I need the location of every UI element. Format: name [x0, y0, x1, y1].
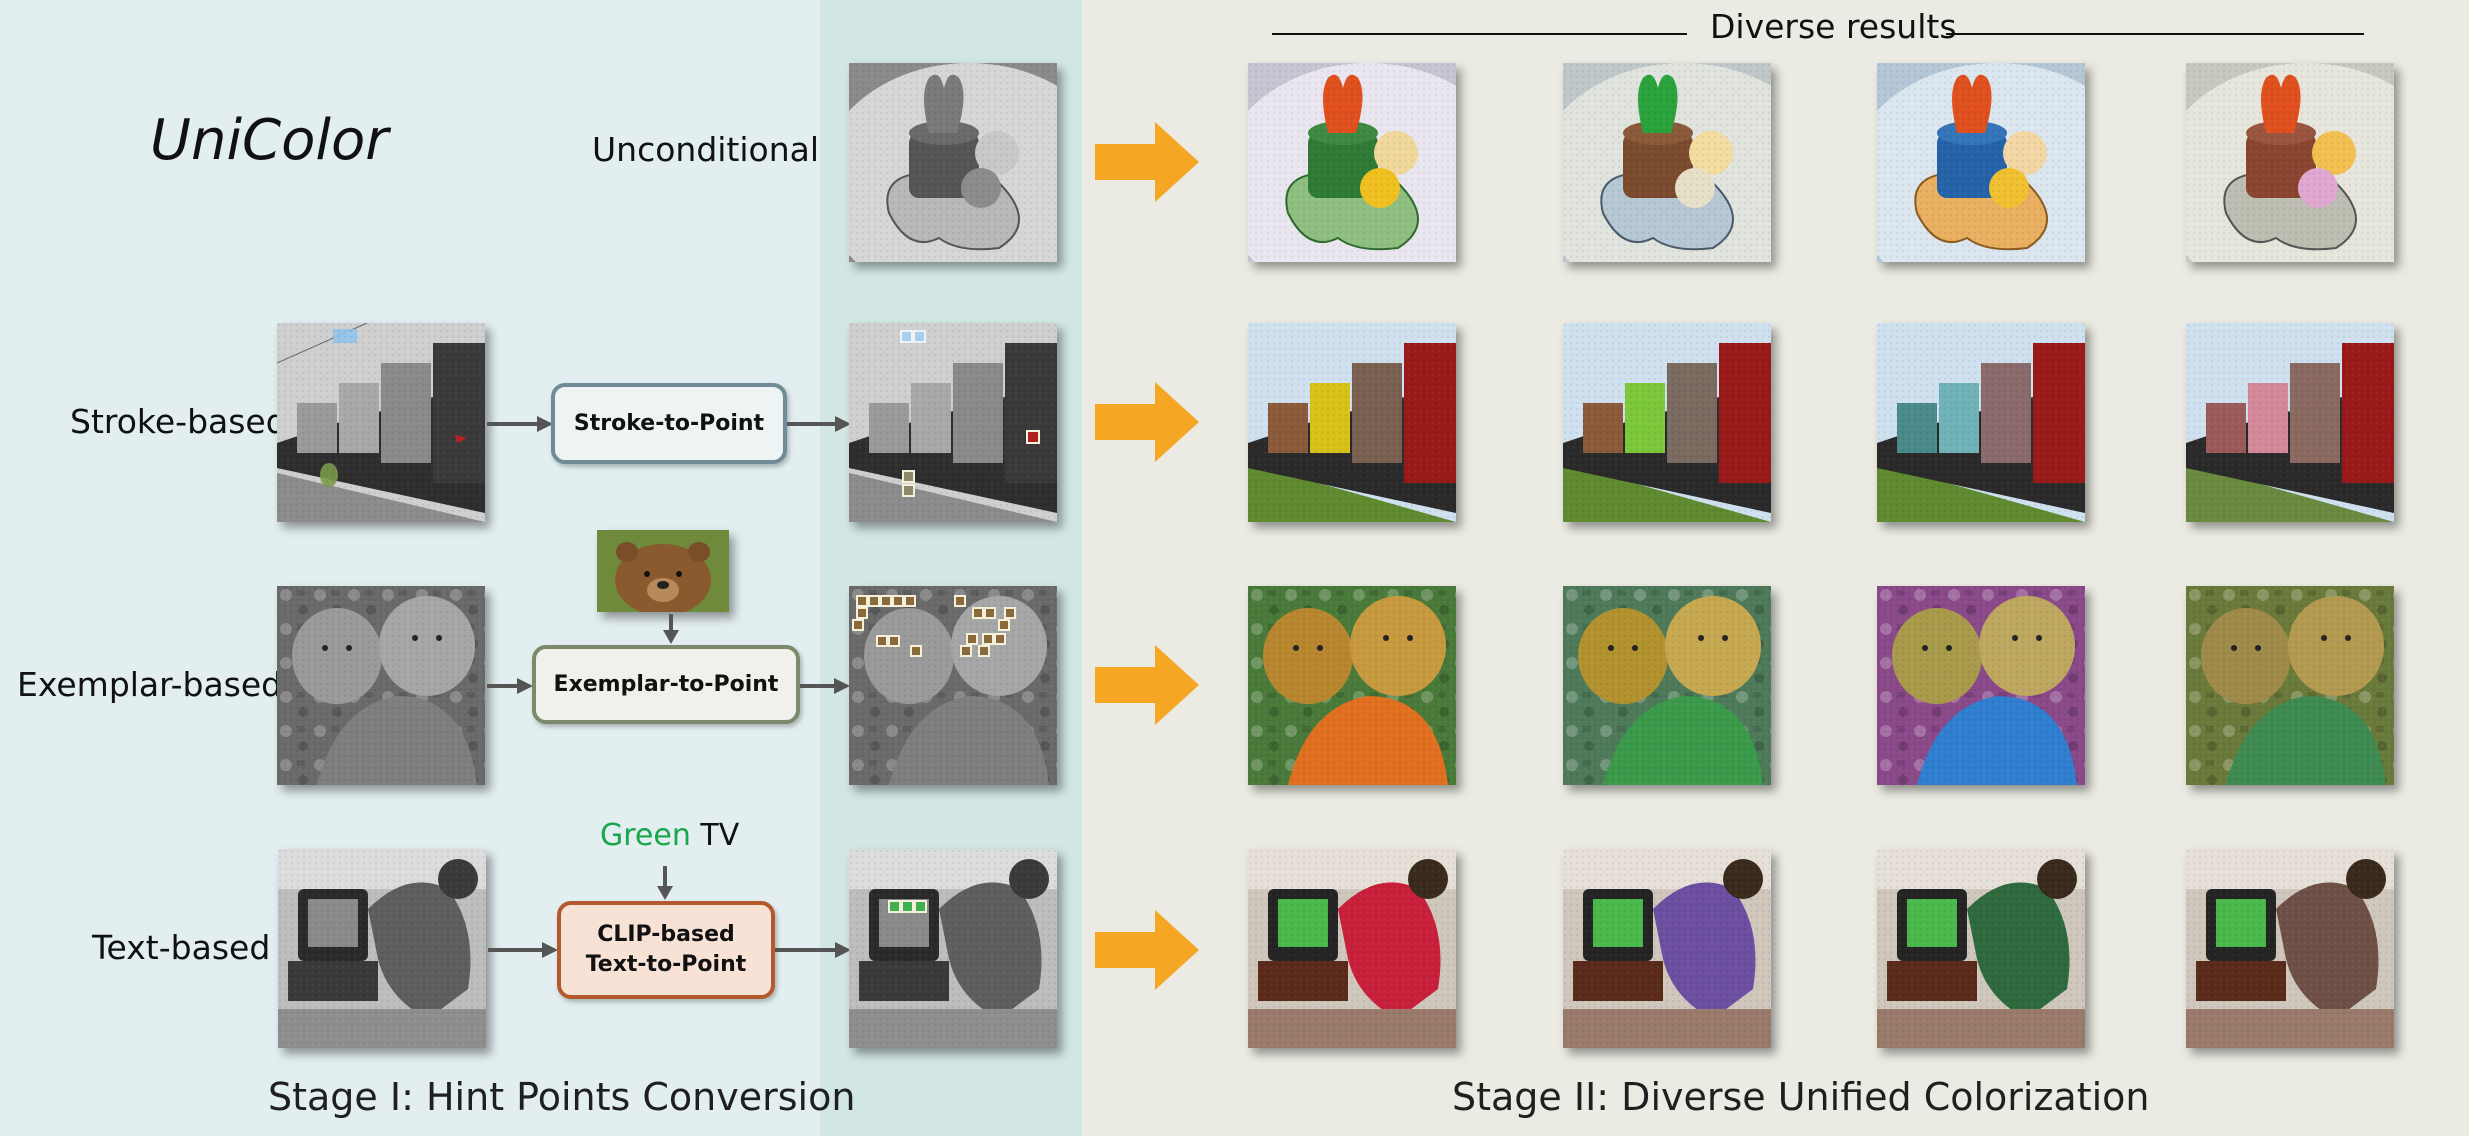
train-result-2 [1563, 323, 1771, 522]
bears-result-3 [1877, 586, 2085, 785]
cake-result-3 [1877, 63, 2085, 262]
tv-result-4 [2186, 849, 2394, 1048]
cake-result-2 [1563, 63, 1771, 262]
train-result-4 [2186, 323, 2394, 522]
cake-result-1 [1248, 63, 1456, 262]
row-label-exemplar: Exemplar-based [17, 665, 283, 704]
train-result-3 [1877, 323, 2085, 522]
method-title: UniColor [150, 108, 389, 173]
bears-hint-points-image [849, 586, 1057, 785]
clip-box-line1: CLIP-based [597, 922, 735, 948]
diverse-rule-right [1946, 33, 2364, 35]
arrow-row1 [1095, 122, 1199, 202]
text-prompt-color-word: Green [600, 818, 691, 853]
arrow-exemplar-down [663, 614, 679, 644]
bears-result-4 [2186, 586, 2394, 785]
cake-result-4 [2186, 63, 2394, 262]
arrow-stroke-to-box [487, 416, 553, 432]
diverse-rule-left [1272, 33, 1687, 35]
train-stroke-input-image [277, 323, 485, 522]
bears-result-1 [1248, 586, 1456, 785]
exemplar-to-point-label: Exemplar-to-Point [553, 672, 779, 697]
bears-grayscale-input-image [277, 586, 485, 785]
arrow-row3 [1095, 645, 1199, 725]
tv-hint-points-image [849, 849, 1057, 1048]
row-label-text: Text-based [92, 928, 271, 967]
text-prompt: Green TV [600, 818, 739, 853]
train-result-1 [1248, 323, 1456, 522]
tv-result-1 [1248, 849, 1456, 1048]
row-label-stroke: Stroke-based [70, 402, 287, 441]
diverse-results-label: Diverse results [1710, 7, 1957, 46]
arrow-stroke-box-to-hints [787, 416, 851, 432]
arrow-clip-box-to-hints [775, 942, 851, 958]
arrow-exemplar-to-box [487, 678, 533, 694]
tv-grayscale-input-image [278, 849, 486, 1048]
arrow-text-down [657, 866, 673, 900]
clip-text-to-point-box: CLIP-based Text-to-Point [557, 901, 775, 999]
tv-result-2 [1563, 849, 1771, 1048]
arrow-row2 [1095, 382, 1199, 462]
exemplar-bear-photo [597, 530, 729, 612]
text-prompt-object: TV [700, 818, 740, 853]
stage1-caption: Stage I: Hint Points Conversion [268, 1075, 856, 1119]
stroke-to-point-box: Stroke-to-Point [551, 383, 787, 464]
tv-result-3 [1877, 849, 2085, 1048]
row-label-unconditional: Unconditional [592, 130, 820, 169]
arrow-exemplar-box-to-hints [800, 678, 850, 694]
stage2-caption: Stage II: Diverse Unified Colorization [1452, 1075, 2150, 1119]
clip-box-line2: Text-to-Point [585, 952, 747, 977]
arrow-row4 [1095, 910, 1199, 990]
arrow-text-to-box [488, 942, 558, 958]
cake-grayscale-hint-image [849, 63, 1057, 262]
exemplar-to-point-box: Exemplar-to-Point [532, 645, 800, 724]
train-hint-points-image [849, 323, 1057, 522]
stroke-to-point-label: Stroke-to-Point [573, 411, 765, 436]
bears-result-2 [1563, 586, 1771, 785]
